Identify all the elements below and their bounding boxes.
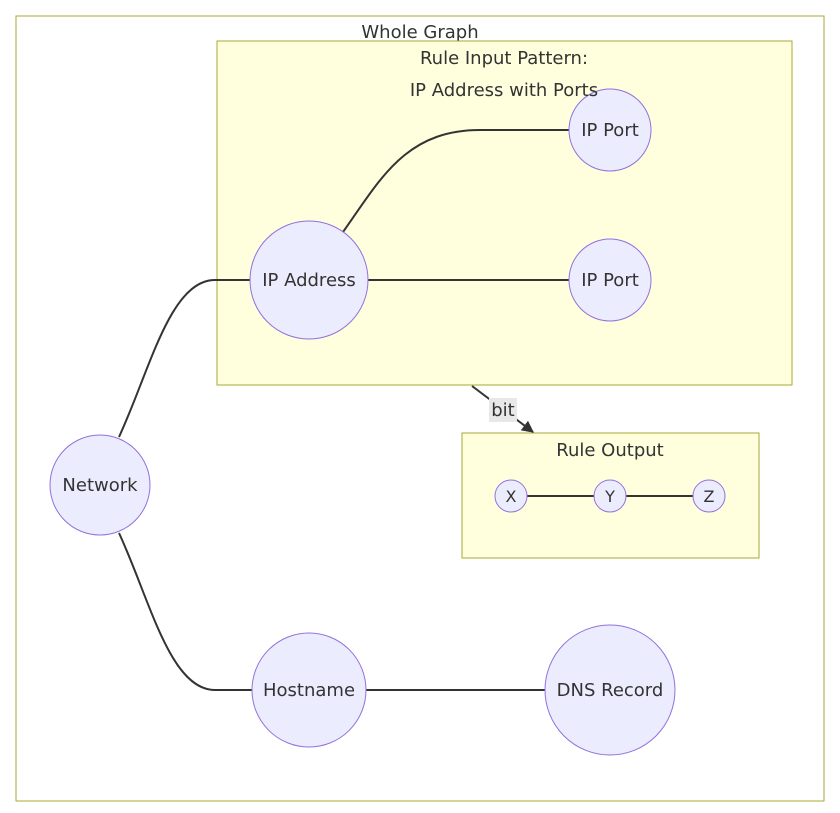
cluster-rule-input-label-line1: Rule Input Pattern: — [420, 48, 588, 69]
edge-network-hostname — [118, 532, 252, 691]
edges — [118, 129, 693, 691]
node-hostname[interactable]: Hostname — [251, 632, 367, 748]
node-y[interactable]: Y — [593, 479, 627, 513]
node-ip-address[interactable]: IP Address — [249, 220, 369, 340]
node-hostname-label: Hostname — [263, 680, 355, 701]
cluster-rule-output-label: Rule Output — [556, 440, 663, 461]
edge-network-ip-address — [118, 279, 251, 438]
node-dns-record-label: DNS Record — [557, 680, 664, 701]
node-network-label: Network — [62, 475, 138, 496]
node-ip-address-label: IP Address — [262, 270, 356, 291]
edge-ip-address-ip-port-top — [342, 129, 570, 233]
edge-label-bit-text: bit — [491, 400, 514, 421]
node-ip-port-mid[interactable]: IP Port — [568, 238, 652, 322]
node-ip-port-top-label: IP Port — [581, 120, 639, 141]
node-network[interactable]: Network — [49, 434, 151, 536]
node-z-label: Z — [704, 487, 715, 506]
edge-label-bit: bit — [489, 398, 517, 422]
node-ip-port-top[interactable]: IP Port — [568, 88, 652, 172]
node-x[interactable]: X — [494, 479, 528, 513]
node-z[interactable]: Z — [692, 479, 726, 513]
node-dns-record[interactable]: DNS Record — [544, 624, 676, 756]
node-ip-port-mid-label: IP Port — [581, 270, 639, 291]
cluster-rule-input-label-line2: IP Address with Ports — [410, 80, 598, 101]
node-y-label: Y — [604, 487, 615, 506]
cluster-whole-graph-label: Whole Graph — [361, 22, 478, 43]
node-x-label: X — [506, 487, 517, 506]
